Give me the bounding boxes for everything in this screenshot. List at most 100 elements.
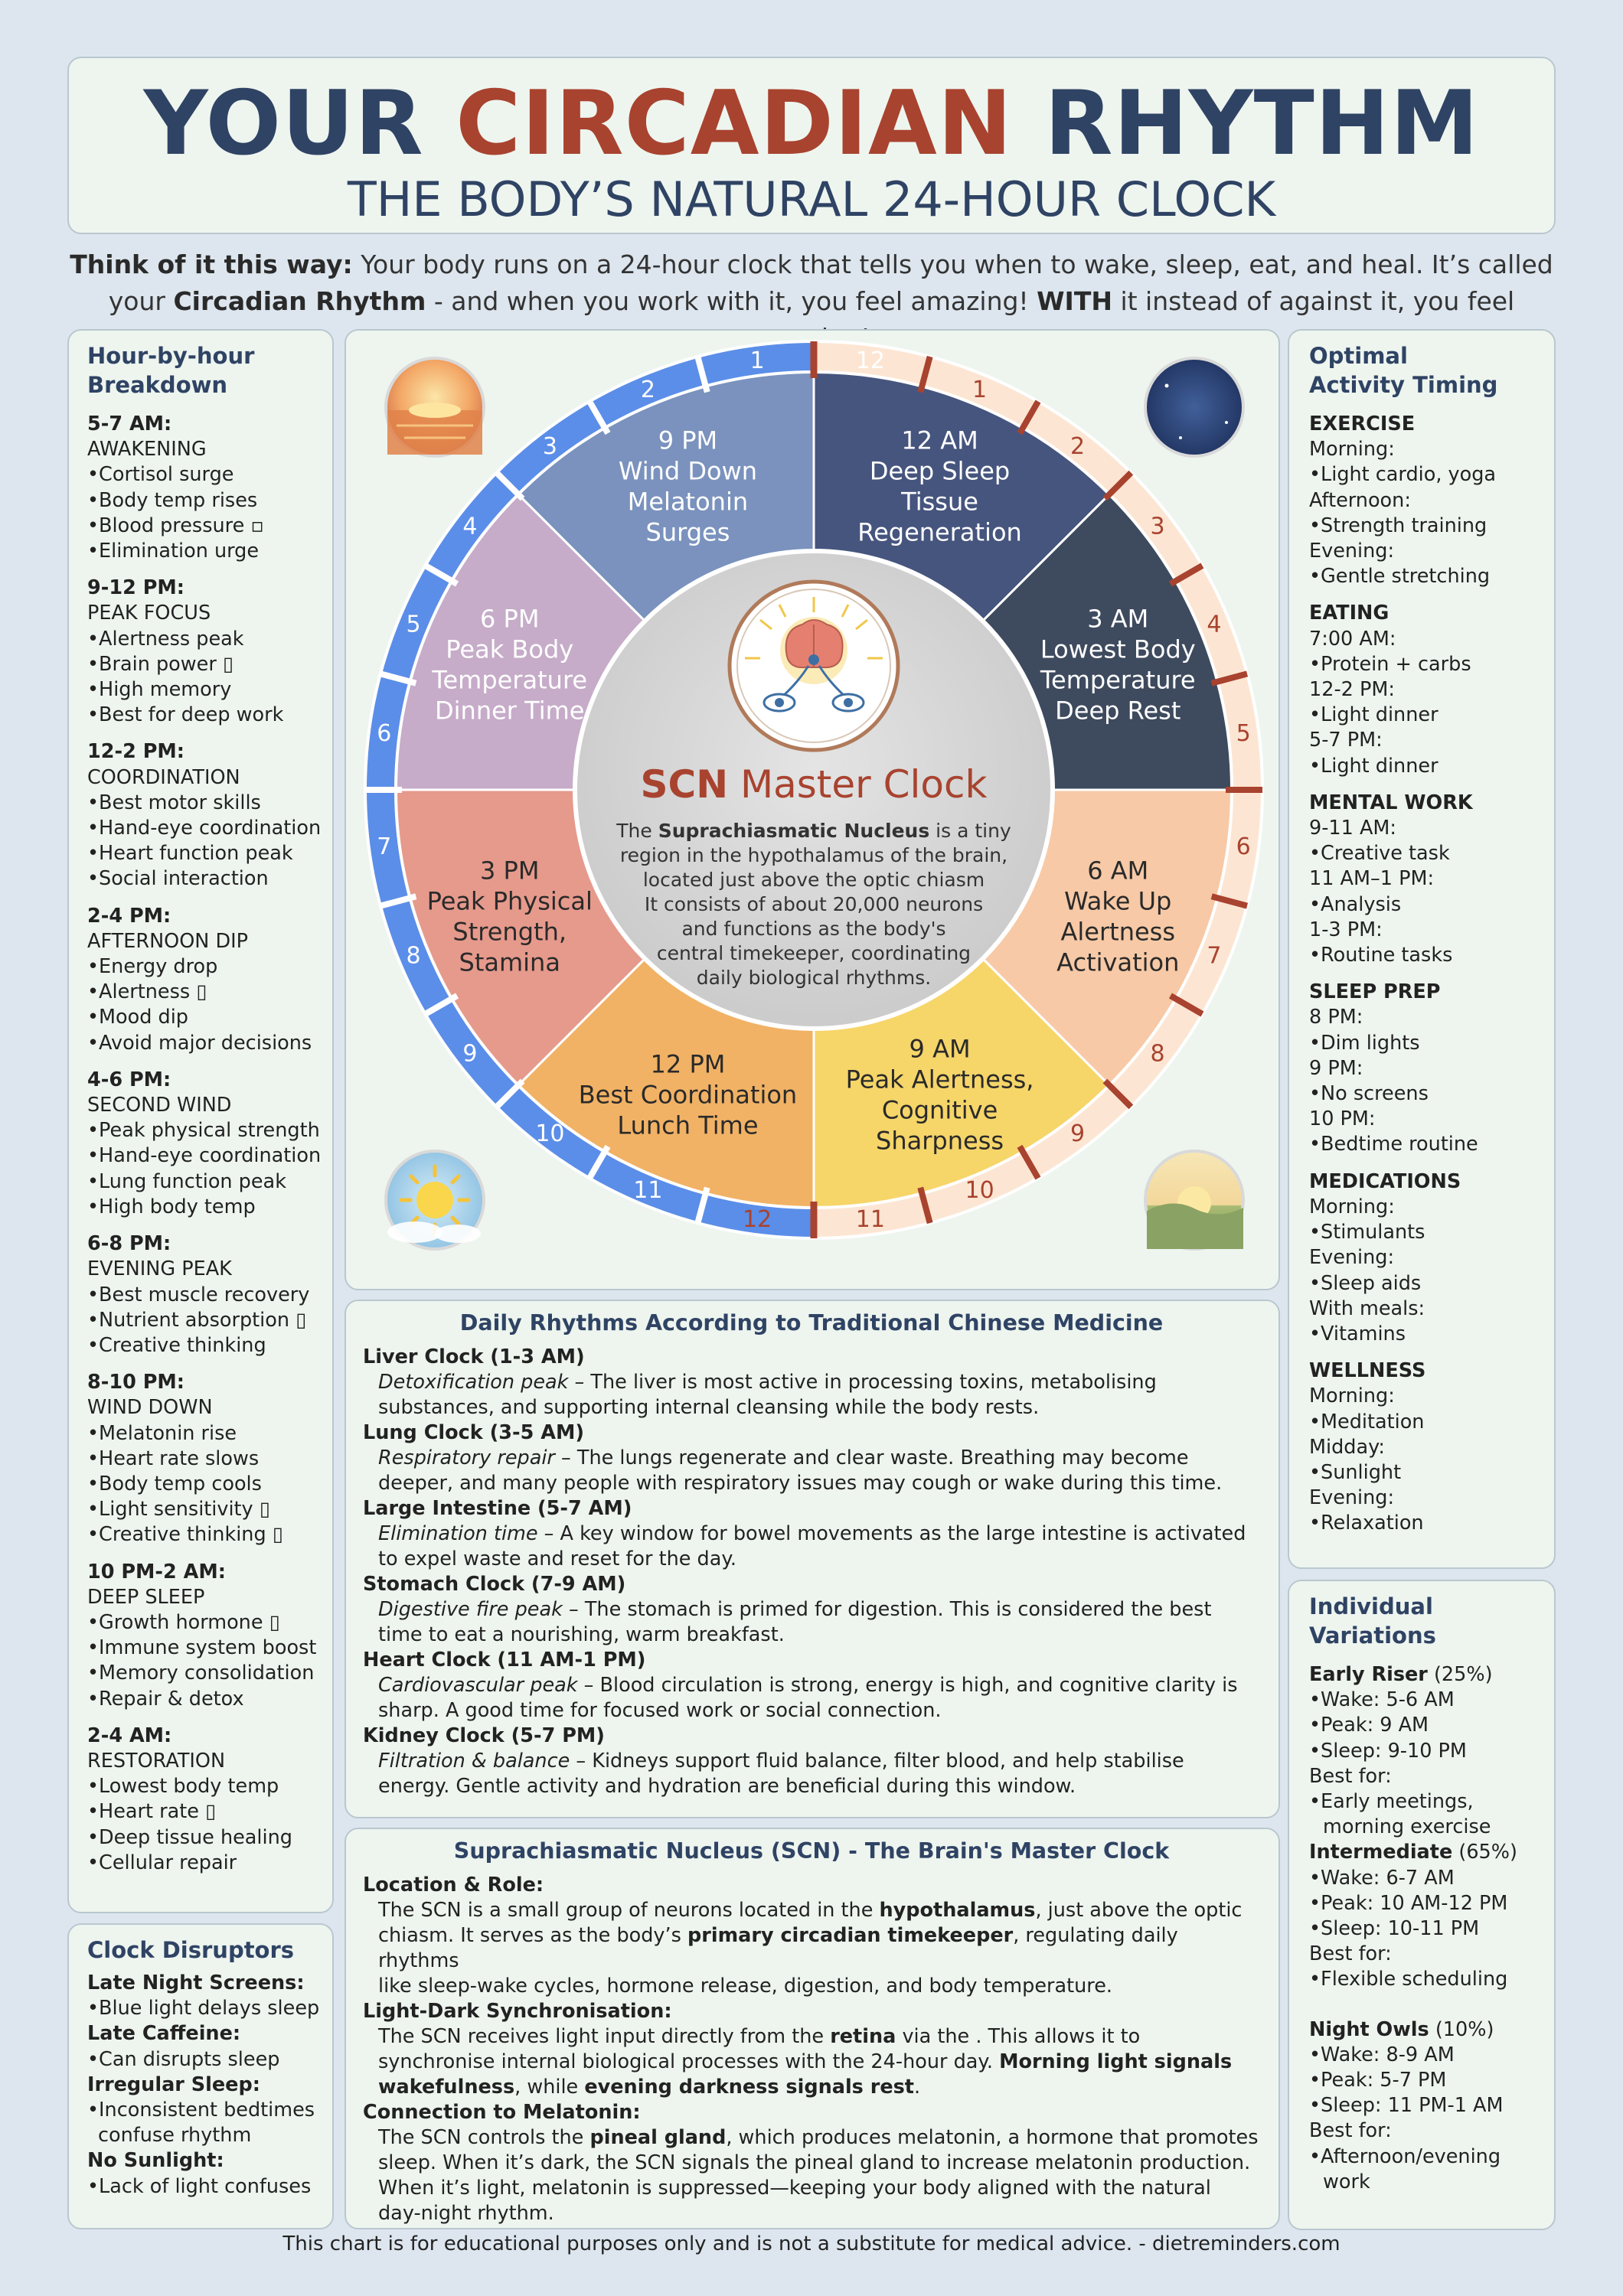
hour-tick (586, 400, 611, 435)
segment-label-line: Alertness (1061, 918, 1175, 947)
scn-sync-l3b: , while (514, 2076, 585, 2099)
hourly-item: •Memory consolidation (87, 1662, 315, 1685)
variation-name: Early Riser (1309, 1663, 1428, 1686)
tcm-entry-line2: to expel waste and reset for the day. (378, 1548, 736, 1570)
segment-label-line: Tissue (900, 488, 978, 517)
moon-icon (1144, 357, 1245, 458)
variation-line: work (1323, 2170, 1370, 2193)
hourly-phase: EVENING PEAK (87, 1257, 232, 1281)
segment-label-line: Lowest Body (1040, 634, 1196, 664)
hour-tick (1210, 670, 1249, 687)
tcm-entry-head: Large Intestine (5-7 AM) (363, 1497, 632, 1520)
hourly-item: •Cortisol surge (87, 463, 234, 487)
activity-line: 1-3 PM: (1309, 918, 1383, 941)
scn-loc-l1a: The SCN is a small group of neurons loca… (378, 1899, 880, 1922)
hourly-item: •Heart rate ▯ (87, 1800, 217, 1824)
disruptor-label: No Sunlight: (87, 2149, 224, 2173)
am-hour-label: 6 (1236, 833, 1251, 860)
scn-mel-line3: When it’s light, melatonin is suppressed… (378, 2177, 1211, 2200)
activity-line: •Bedtime routine (1309, 1133, 1478, 1156)
variation-line: •Peak: 10 AM-12 PM (1309, 1891, 1508, 1915)
disruptor-line: •Inconsistent bedtimes (87, 2099, 315, 2122)
am-hour-label: 8 (1150, 1041, 1164, 1068)
am-hour-label: 3 (1150, 513, 1164, 540)
hour-tick (917, 1186, 933, 1225)
activity-line: Midday: (1309, 1435, 1385, 1459)
hourly-item: •Light sensitivity ▯ (87, 1498, 270, 1521)
tcm-entry-head: Kidney Clock (5-7 PM) (363, 1724, 605, 1747)
tcm-entry-text: – The stomach is primed for digestion. T… (562, 1598, 1212, 1621)
variation-pct: (25%) (1427, 1663, 1493, 1686)
hourly-time: 2-4 AM: (87, 1724, 172, 1747)
hourly-section: 5-7 AM:AWAKENING•Cortisol surge•Body tem… (87, 412, 332, 564)
activity-line: •Routine tasks (1309, 944, 1453, 967)
scn-sync-l1b: retina (830, 2025, 896, 2048)
hourly-item: •Nutrient absorption ▯ (87, 1308, 307, 1332)
hourly-section: 2-4 PM:AFTERNOON DIP•Energy drop•Alertne… (87, 904, 332, 1056)
activity-line: Evening: (1309, 540, 1395, 563)
intro-bold1: Circadian Rhythm (173, 286, 426, 316)
hourly-item: •Hand-eye coordination (87, 1144, 322, 1168)
variation-line: •Sleep: 10-11 PM (1309, 1917, 1480, 1941)
variation-name: Intermediate (1309, 1841, 1453, 1864)
scn-sync-head: Light-Dark Synchronisation: (363, 2000, 672, 2023)
tcm-entry-line2: deeper, and many people with respiratory… (378, 1472, 1223, 1495)
scn-sync-l1a: The SCN receives light input directly fr… (378, 2025, 831, 2048)
activity-section-name: SLEEP PREP (1309, 980, 1441, 1004)
segment-label-line: Deep Sleep (870, 457, 1010, 486)
hourly-phase: AWAKENING (87, 438, 207, 461)
hourly-item: •Lung function peak (87, 1169, 286, 1193)
hourly-section: 12-2 PM:COORDINATION•Best motor skills•H… (87, 739, 332, 892)
variation-line: •Peak: 9 AM (1309, 1714, 1429, 1737)
scn-desc-line: daily biological rhythms. (697, 967, 931, 989)
segment-label-line: Peak Body (446, 634, 573, 664)
tcm-entry-text: – Blood circulation is strong, energy is… (577, 1674, 1238, 1697)
scn-master-clock-title: SCN Master Clock (641, 762, 988, 807)
segment-label-line: Temperature (1040, 665, 1196, 694)
hourly-item: •Alertness ▯ (87, 980, 207, 1004)
activity-line: •Stimulants (1309, 1221, 1425, 1244)
hourly-item: •Body temp rises (87, 488, 258, 512)
tcm-entry-em: Elimination time (378, 1522, 538, 1545)
scn-sync-l3d: . (913, 2076, 921, 2099)
scn-desc-line: and functions as the body's (681, 918, 945, 940)
scn-desc-lines: region in the hypothalamus of the brain,… (620, 844, 1007, 989)
disruptor-line: •Lack of light confuses (87, 2174, 312, 2198)
hourly-item: •Social interaction (87, 867, 269, 891)
activity-line: 7:00 AM: (1309, 627, 1396, 651)
main-title: YOUR CIRCADIAN RHYTHM (69, 72, 1554, 175)
activity-line: •Light cardio, yoga (1309, 463, 1497, 487)
activity-line: 9 PM: (1309, 1056, 1363, 1080)
segment-label-line: Deep Rest (1055, 696, 1181, 725)
hourly-item: •Blood pressure ▫ (87, 514, 264, 537)
hourly-item: •Lowest body temp (87, 1775, 279, 1799)
hourly-time: 6-8 PM: (87, 1232, 171, 1256)
tcm-entry-line1: Digestive fire peak – The stomach is pri… (363, 1597, 1260, 1623)
scn-sync-line3: wakefulness, while evening darkness sign… (363, 2075, 1260, 2100)
segment-label-line: Regeneration (857, 518, 1022, 547)
pm-hour-label: 11 (633, 1177, 662, 1204)
scn-desc-line: located just above the optic chiasm (643, 869, 985, 891)
variation-line: •Flexible scheduling (1309, 1968, 1508, 1991)
tcm-entry-head: Stomach Clock (7-9 AM) (363, 1573, 626, 1596)
activity-line: •Analysis (1309, 892, 1402, 916)
pm-hour-label: 4 (462, 513, 477, 540)
hour-tick (1102, 470, 1134, 501)
tcm-entry-line2: time to eat a nourishing, warm breakfast… (378, 1623, 785, 1646)
hourly-item: •Elimination urge (87, 540, 260, 563)
activity-line: Evening: (1309, 1486, 1395, 1510)
scn-loc-l2c: , regulating daily rhythms (378, 1924, 1178, 1972)
hour-tick (423, 993, 459, 1017)
segment-label-line: 12 PM (651, 1049, 726, 1078)
segment-label-line: Surges (646, 518, 730, 547)
intro-bold2: WITH (1037, 286, 1112, 316)
hourly-item: •Best for deep work (87, 703, 284, 727)
hourly-item: •Repair & detox (87, 1687, 244, 1711)
pm-hour-label: 6 (377, 720, 391, 747)
tcm-entry-line2: energy. Gentle activity and hydration ar… (378, 1775, 1076, 1798)
